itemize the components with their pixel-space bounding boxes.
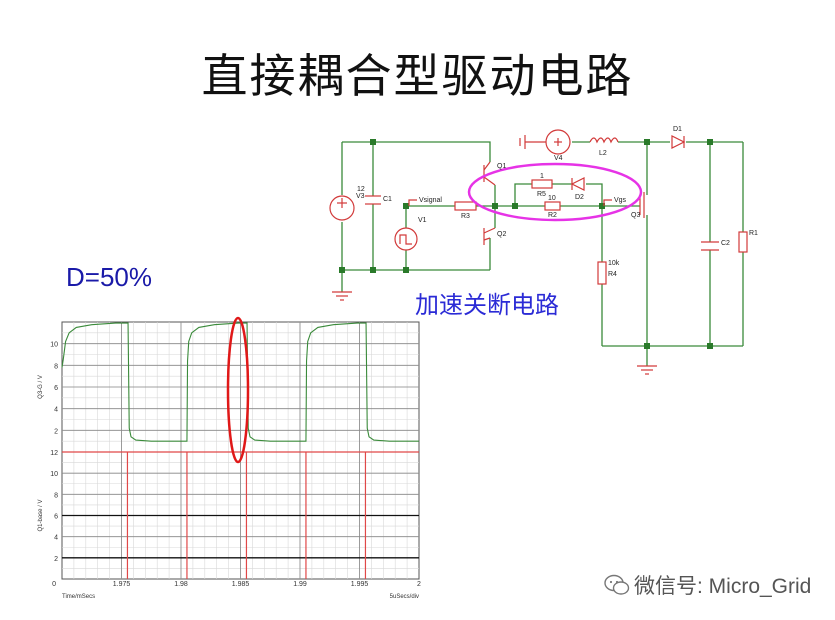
- x-tick-label: 1.975: [113, 581, 131, 588]
- y-tick-label: 2: [54, 428, 58, 435]
- r2-value-label: 10: [548, 195, 556, 202]
- vsignal-label: Vsignal: [419, 197, 442, 204]
- y-tick-label: 6: [54, 514, 58, 521]
- x-axis-label: Time/mSecs: [62, 594, 95, 600]
- q3-gate-waveform: [61, 322, 419, 442]
- v4-label: V4: [554, 155, 563, 162]
- y-tick-label: 4: [54, 535, 58, 542]
- page-title: 直接耦合型驱动电路: [201, 49, 634, 103]
- r1-label: R1: [749, 230, 758, 237]
- transition-highlight-ellipse: [226, 316, 250, 464]
- y-tick-label: 12: [50, 450, 58, 457]
- x-tick-label: 2: [417, 581, 421, 588]
- r3-label: R3: [461, 213, 470, 220]
- y-tick-label: 6: [54, 385, 58, 392]
- x-tick-label: 1.98: [174, 581, 188, 588]
- q2-label: Q2: [497, 231, 506, 238]
- vgs-label: Vgs: [614, 197, 627, 204]
- d1-label: D1: [673, 126, 682, 133]
- y-tick-label: 0: [52, 581, 56, 588]
- r2-label: R2: [548, 212, 557, 219]
- y-axis-label: Q1-base / V: [38, 499, 44, 531]
- c1-label: C1: [383, 196, 392, 203]
- y-tick-label: 10: [50, 471, 58, 478]
- x-scale-label: 5uSecs/div: [390, 594, 419, 600]
- r5-value-label: 1: [540, 173, 544, 180]
- d2-label: D2: [575, 194, 584, 201]
- speed-up-turnoff-caption: 加速关断电路: [415, 291, 559, 319]
- c2-label: C2: [721, 240, 730, 247]
- y-tick-label: 10: [50, 342, 58, 349]
- y-tick-label: 8: [54, 492, 58, 499]
- duty-cycle-label: D=50%: [66, 262, 152, 292]
- r5-label: R5: [537, 191, 546, 198]
- v3-name-label: V3: [356, 193, 365, 200]
- q3-label: Q3: [631, 212, 640, 219]
- v3-value-label: 12: [357, 186, 365, 193]
- y-tick-label: 2: [54, 556, 58, 563]
- watermark: 微信号: Micro_Grid: [604, 570, 811, 600]
- x-tick-label: 1.99: [293, 581, 307, 588]
- q1-label: Q1: [497, 163, 506, 170]
- y-tick-label: 8: [54, 363, 58, 370]
- r4-value-label: 10k: [608, 260, 620, 267]
- x-tick-label: 1.985: [232, 581, 250, 588]
- l2-label: L2: [599, 150, 607, 157]
- watermark-text: 微信号: Micro_Grid: [634, 575, 812, 598]
- v1-label: V1: [418, 217, 427, 224]
- wechat-icon: [604, 574, 630, 595]
- x-tick-label: 1.995: [351, 581, 369, 588]
- y-tick-label: 4: [54, 407, 58, 414]
- y-axis-label: Q3-G / V: [38, 375, 44, 399]
- r4-label: R4: [608, 271, 617, 278]
